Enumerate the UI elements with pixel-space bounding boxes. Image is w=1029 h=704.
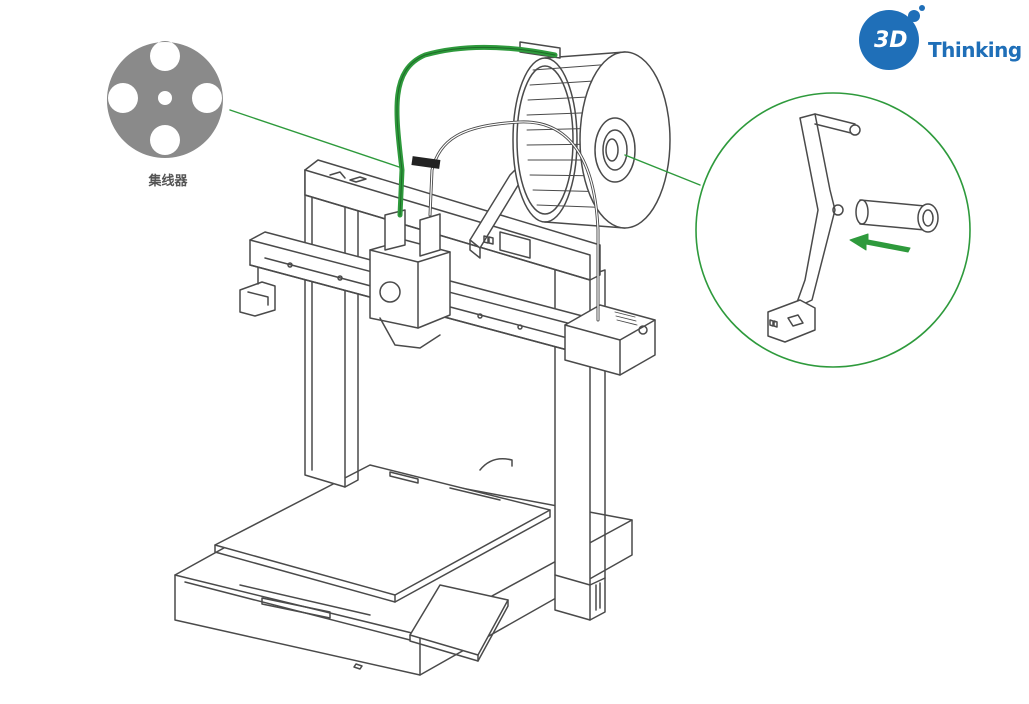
logo-mark-text: 3D [874, 28, 908, 53]
filament-spool [512, 41, 671, 229]
toolhead [369, 209, 451, 349]
print-bed [214, 458, 551, 603]
x-rail-right-block [564, 304, 656, 376]
spool-callout-line [624, 154, 701, 186]
brand-logo-mark [859, 5, 925, 70]
hub-callout-line [229, 109, 403, 169]
logo-brand-text: Thinking [928, 38, 1022, 62]
left-column [304, 165, 359, 488]
filament-tube [394, 44, 558, 218]
insert-arrow-icon [849, 233, 911, 253]
reel-hub-icon [106, 41, 223, 158]
touch-screen [409, 584, 509, 662]
hub-label: 集线器 [148, 174, 188, 189]
x-rail-left-bracket [239, 267, 276, 317]
detail-callout-circle [695, 92, 971, 368]
cable-clip [411, 156, 441, 169]
